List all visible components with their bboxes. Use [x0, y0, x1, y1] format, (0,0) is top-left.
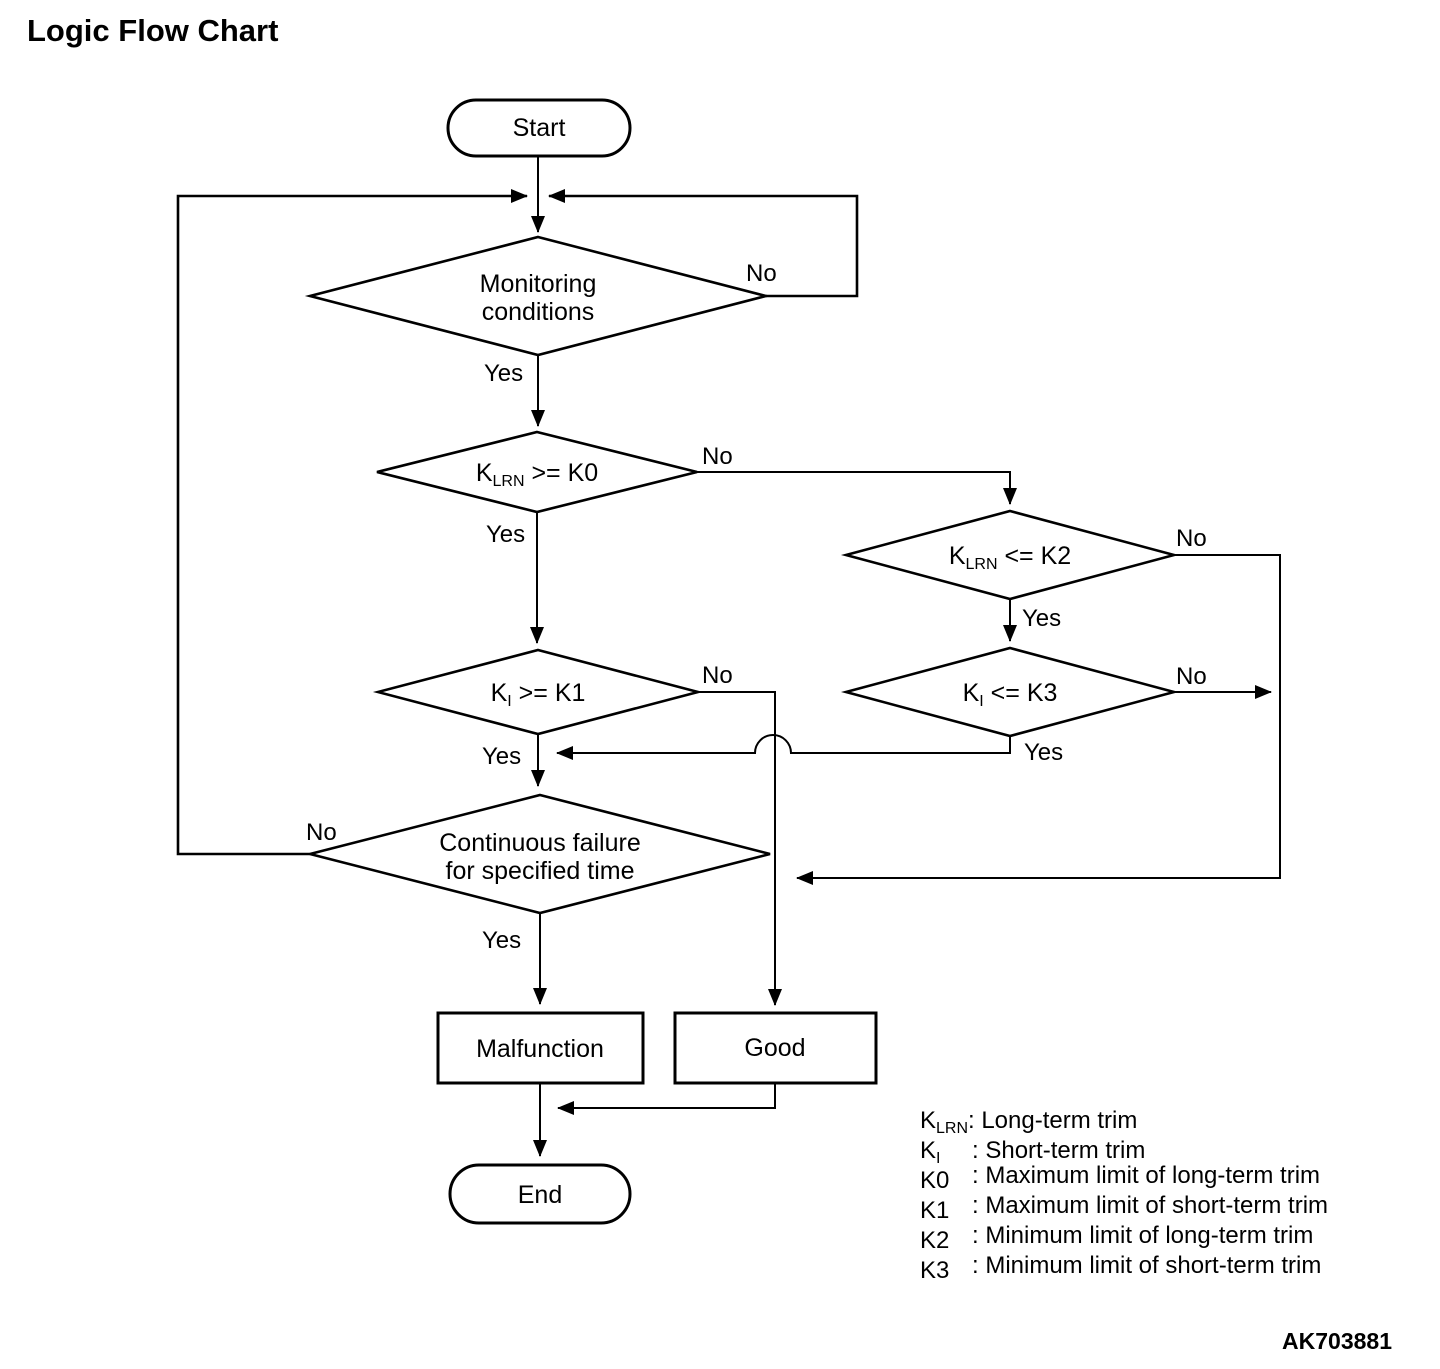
edge-good-merge	[557, 1083, 776, 1115]
continuous-failure-label-line1: Continuous failure	[439, 829, 641, 857]
k2-label: KLRN <= K2	[949, 542, 1071, 573]
continuous-failure-yes-label: Yes	[482, 927, 521, 954]
k0-yes-label: Yes	[486, 521, 525, 548]
continuous-failure-no-label: No	[306, 819, 337, 846]
branch-labels: No Yes No Yes No Yes No Yes No Yes No Ye…	[306, 260, 1207, 954]
edge-continuous-failure-no-loop	[176, 189, 528, 856]
monitoring-conditions-decision	[304, 235, 772, 357]
monitoring-yes-label: Yes	[484, 360, 523, 387]
continuous-failure-decision	[309, 793, 771, 915]
k2-yes-label: Yes	[1022, 605, 1061, 632]
edges	[176, 155, 1281, 1157]
continuous-failure-label-line2: for specified time	[446, 857, 635, 885]
legend: KLRN: Long-term trim KI: Short-term trim…	[920, 1107, 1328, 1284]
start-terminator	[446, 98, 632, 158]
legend-row-k3: K3: Minimum limit of short-term trim	[920, 1252, 1321, 1284]
nodes: Start Monitoring conditions KLRN >= K0 K…	[304, 98, 1180, 1225]
monitoring-label-line2: conditions	[482, 298, 595, 326]
k0-decision	[376, 430, 698, 514]
k1-label: KI >= K1	[491, 679, 586, 710]
page-title: Logic Flow Chart	[27, 13, 278, 48]
figure-code: AK703881	[1282, 1328, 1392, 1354]
legend-row-k1: K1: Maximum limit of short-term trim	[920, 1192, 1328, 1224]
edge-monitoring-no-loop	[548, 189, 859, 298]
k1-yes-label: Yes	[482, 743, 521, 770]
good-process	[673, 1011, 878, 1085]
edge-k3-yes-bridge	[556, 734, 1011, 760]
end-label: End	[518, 1181, 562, 1209]
edge-k2-no-merge	[796, 554, 1281, 885]
k0-no-label: No	[702, 443, 733, 470]
start-label: Start	[513, 114, 566, 142]
malfunction-label: Malfunction	[476, 1035, 604, 1063]
legend-row-klrn: KLRN: Long-term trim	[920, 1107, 1137, 1137]
k2-decision	[840, 509, 1180, 601]
end-terminator	[448, 1163, 632, 1225]
k1-no-label: No	[702, 662, 733, 689]
k3-label: KI <= K3	[963, 679, 1058, 710]
legend-row-k0: K0: Maximum limit of long-term trim	[920, 1162, 1320, 1194]
k3-decision	[840, 646, 1180, 738]
legend-row-ki: KI: Short-term trim	[920, 1137, 1145, 1167]
monitoring-label-line1: Monitoring	[480, 270, 597, 298]
good-label: Good	[744, 1034, 805, 1062]
edge-k0-no-to-k2	[697, 471, 1017, 505]
monitoring-no-label: No	[746, 260, 777, 287]
k0-label: KLRN >= K0	[476, 459, 598, 490]
edge-k1-no-to-good	[698, 691, 782, 1006]
k1-decision	[372, 648, 704, 736]
legend-row-k2: K2: Minimum limit of long-term trim	[920, 1222, 1313, 1254]
k2-no-label: No	[1176, 525, 1207, 552]
malfunction-process	[436, 1011, 645, 1085]
k3-no-label: No	[1176, 663, 1207, 690]
k3-yes-label: Yes	[1024, 739, 1063, 766]
